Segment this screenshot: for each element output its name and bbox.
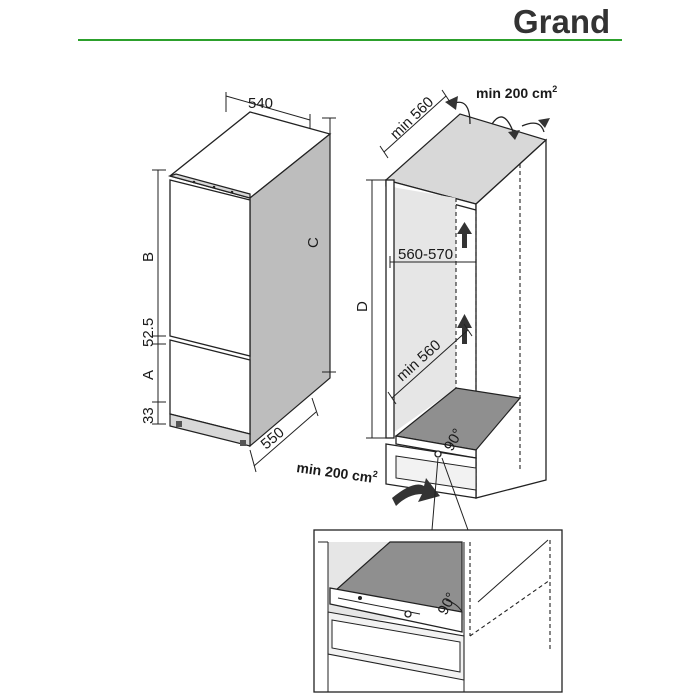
plinth-33-label: 33 — [140, 407, 157, 424]
lower-door-a-label: A — [140, 370, 157, 380]
brand-logo: Grand — [513, 3, 610, 40]
detail-view: 90° — [313, 529, 563, 693]
vent-arrow-up — [457, 314, 472, 344]
top-vent-label: min 200 cm2 — [476, 84, 557, 101]
refrigerator-drawing: 540 C B 52.5 A 33 550 — [140, 92, 336, 473]
detail-shelf-front — [329, 587, 463, 633]
fridge-foot — [176, 421, 182, 427]
height-c-label: C — [305, 237, 322, 248]
fridge-foot — [240, 440, 246, 446]
vent-arrow-top — [491, 116, 515, 135]
top-depth-label: min 560 — [387, 94, 437, 143]
inner-width-label: 560-570 — [398, 246, 453, 263]
gap-52-5-label: 52.5 — [140, 318, 157, 347]
width-label: 540 — [248, 95, 273, 112]
niche-back-wall — [386, 186, 456, 438]
top-hinge-strip — [167, 173, 251, 199]
upper-door-b-label: B — [140, 252, 157, 262]
bottom-vent-label: min 200 cm2 — [296, 458, 379, 486]
niche-right-panel — [475, 138, 547, 499]
brand-name: Grand — [513, 3, 610, 40]
niche-drawing: min 560 560-570 min 560 D 90° min 200 cm… — [296, 84, 557, 531]
fridge-upper-door — [169, 179, 251, 357]
height-d-label: D — [354, 301, 371, 312]
base-opening — [395, 455, 477, 491]
vent-arrow-top — [521, 122, 545, 133]
detail-base-inner — [331, 619, 461, 673]
vent-arrow-bottom — [392, 478, 440, 506]
fridge-plinth — [169, 413, 251, 447]
vent-arrow-up — [457, 222, 472, 248]
niche-left-panel — [385, 179, 395, 439]
